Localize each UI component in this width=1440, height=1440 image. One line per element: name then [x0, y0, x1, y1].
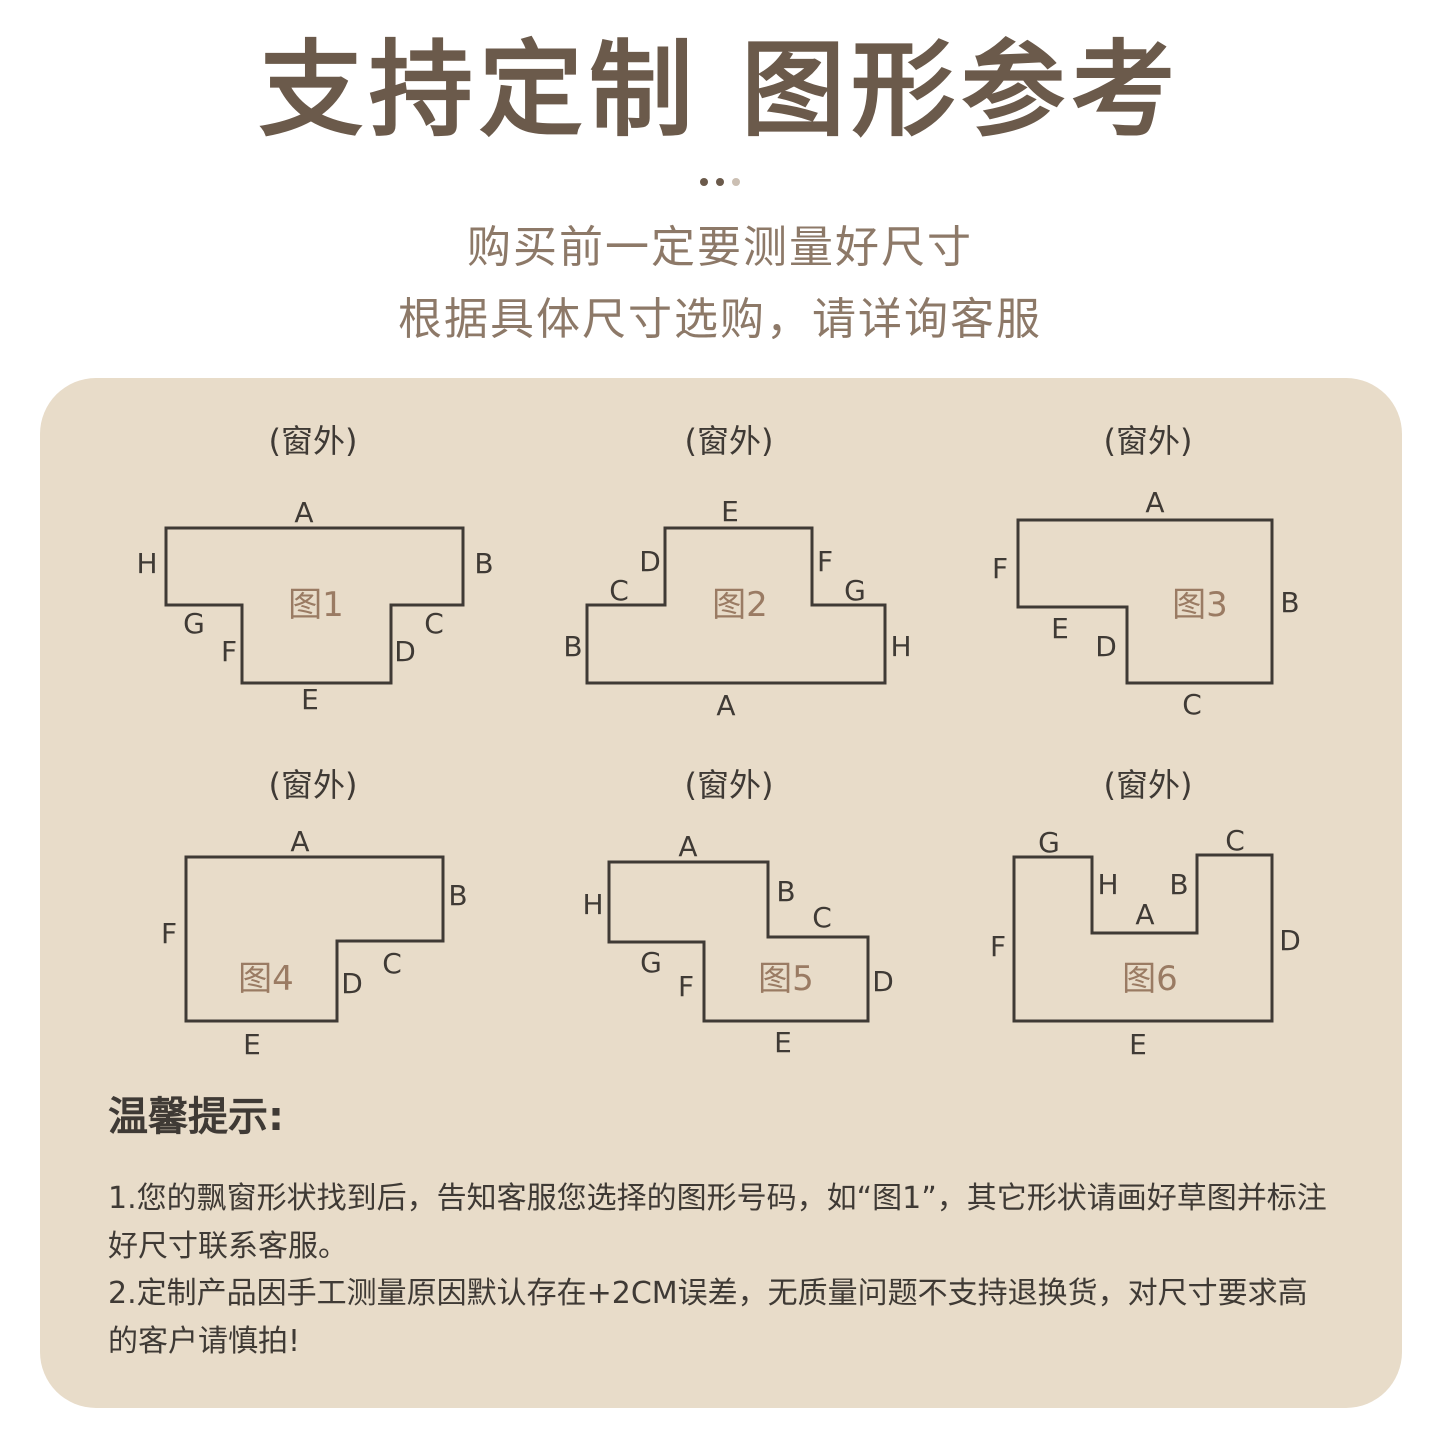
- edge-label: E: [301, 683, 319, 716]
- edge-label: H: [890, 630, 911, 663]
- figure-label: 图1: [288, 585, 344, 625]
- edge-label: A: [290, 825, 309, 858]
- dot-icon: [716, 178, 724, 186]
- edge-label: A: [294, 496, 313, 529]
- edge-label: F: [992, 552, 1008, 585]
- edge-label: B: [448, 879, 467, 912]
- diagram-6: (窗外) 图6 A B C D E F G H: [990, 766, 1301, 1061]
- page-title: 支持定制 图形参考: [258, 29, 1182, 151]
- diagram-caption: (窗外): [685, 766, 774, 804]
- figure-label: 图4: [238, 959, 294, 999]
- shape-diagrams: (窗外) 图1 A B C D E F G H (窗外) 图2 A B C D …: [136, 422, 1301, 1061]
- diagram-caption: (窗外): [685, 422, 774, 460]
- diagram-caption: (窗外): [269, 422, 358, 460]
- dot-icon: [700, 178, 708, 186]
- shape-outline: [164, 526, 465, 685]
- diagram-4: (窗外) 图4 A B C D E F: [161, 766, 468, 1061]
- tips-title: 温馨提示:: [108, 1094, 284, 1140]
- edge-label: D: [1095, 630, 1117, 663]
- edge-label: E: [243, 1028, 261, 1061]
- edge-label: F: [817, 545, 833, 578]
- edge-label: D: [341, 967, 363, 1000]
- edge-label: A: [1145, 486, 1164, 519]
- diagram-caption: (窗外): [1104, 766, 1193, 804]
- diagram-caption: (窗外): [1104, 422, 1193, 460]
- edge-label: D: [639, 545, 661, 578]
- edge-label: C: [382, 947, 402, 980]
- separator-dots: [0, 178, 1440, 186]
- edge-label: D: [394, 635, 416, 668]
- edge-label: F: [990, 930, 1006, 963]
- edge-label: B: [474, 547, 493, 580]
- tip-item-1: 1.您的飘窗形状找到后，告知客服您选择的图形号码，如“图1”，其它形状请画好草图…: [108, 1181, 1327, 1264]
- edge-label: B: [563, 630, 582, 663]
- edge-label: B: [1169, 868, 1188, 901]
- edge-label: A: [716, 689, 735, 722]
- edge-label: E: [1129, 1028, 1147, 1061]
- subtitle-measure: 购买前一定要测量好尺寸: [467, 222, 973, 273]
- dot-icon: [732, 178, 740, 186]
- shape-reference-panel: [40, 378, 1402, 1408]
- edge-label: C: [812, 901, 832, 934]
- edge-label: F: [221, 635, 237, 668]
- edge-label: C: [424, 607, 444, 640]
- edge-label: D: [872, 965, 894, 998]
- edge-label: D: [1279, 924, 1301, 957]
- tip-item-2: 2.定制产品因手工测量原因默认存在+2CM误差，无质量问题不支持退换货，对尺寸要…: [108, 1276, 1308, 1359]
- edge-label: E: [721, 495, 739, 528]
- shape-outline: [585, 526, 887, 685]
- shape-outline: [184, 855, 445, 1023]
- edge-label: B: [1280, 586, 1299, 619]
- figure-label: 图3: [1172, 585, 1228, 625]
- edge-label: G: [183, 607, 205, 640]
- edge-label: C: [1225, 824, 1245, 857]
- edge-label: G: [1038, 826, 1060, 859]
- shape-outline: [1012, 853, 1274, 1023]
- figure-label: 图2: [712, 585, 768, 625]
- edge-label: A: [1135, 898, 1154, 931]
- diagram-1: (窗外) 图1 A B C D E F G H: [136, 422, 493, 716]
- diagram-3: (窗外) 图3 A B C D E F: [992, 422, 1300, 721]
- shape-outline: [1016, 518, 1274, 685]
- edge-label: E: [774, 1026, 792, 1059]
- edge-label: C: [1182, 688, 1202, 721]
- shape-outline: [607, 860, 870, 1023]
- edge-label: G: [640, 946, 662, 979]
- edge-label: B: [776, 875, 795, 908]
- edge-label: H: [136, 547, 157, 580]
- edge-label: C: [609, 574, 629, 607]
- edge-label: H: [582, 888, 603, 921]
- figure-label: 图6: [1122, 959, 1178, 999]
- diagram-5: (窗外) 图5 A B C D E F G H: [582, 766, 893, 1059]
- subtitle-consult: 根据具体尺寸选购，请详询客服: [398, 294, 1042, 345]
- edge-label: F: [678, 970, 694, 1003]
- edge-label: E: [1051, 612, 1069, 645]
- edge-label: H: [1097, 868, 1118, 901]
- figure-label: 图5: [758, 959, 814, 999]
- diagram-2: (窗外) 图2 A B C D E F G H: [563, 422, 911, 722]
- edge-label: F: [161, 917, 177, 950]
- edge-label: A: [678, 830, 697, 863]
- diagram-caption: (窗外): [269, 766, 358, 804]
- edge-label: G: [844, 574, 866, 607]
